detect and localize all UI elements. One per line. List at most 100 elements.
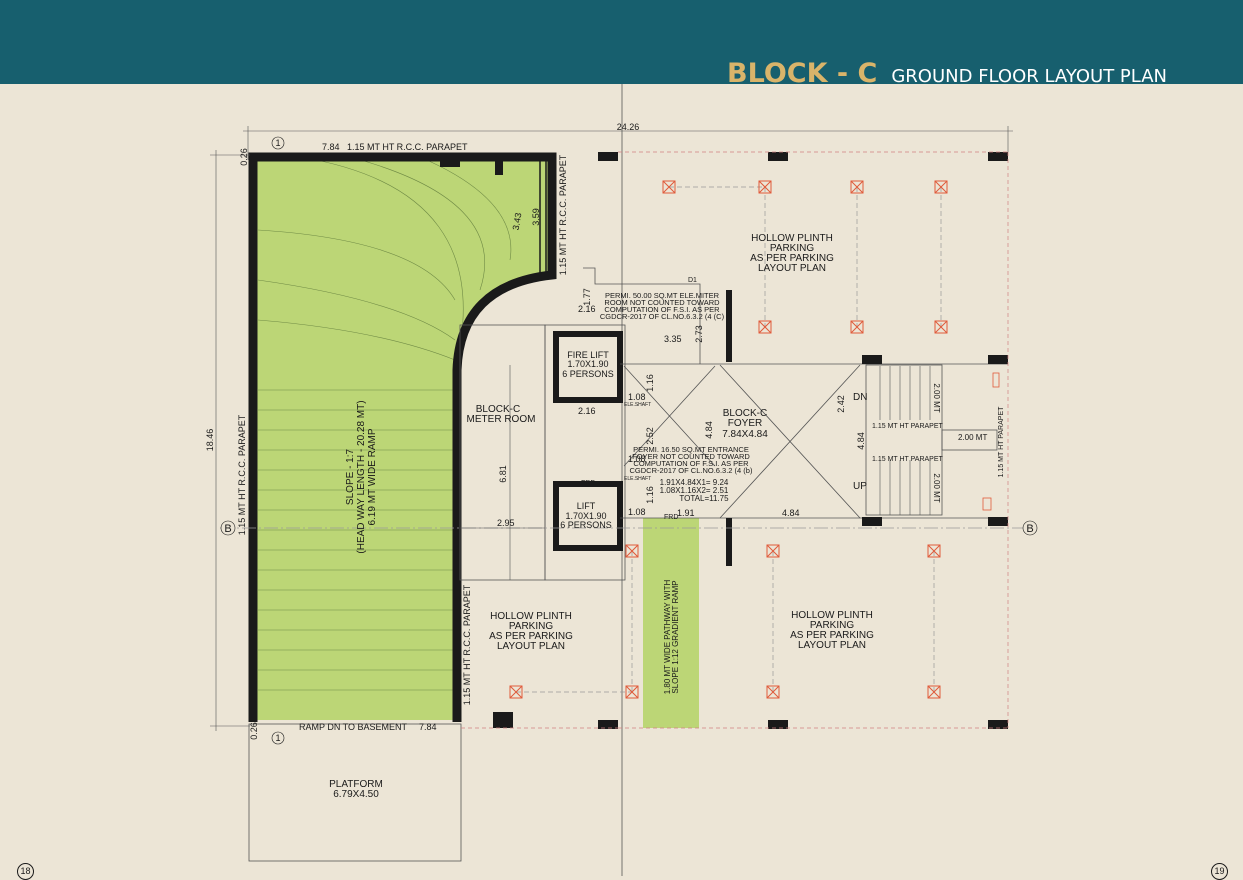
permi-meter-note: PERMI. 50.00 SQ.MT ELE.MITER ROOM NOT CO… (600, 291, 725, 321)
foyer-line-1: BLOCK-C (723, 408, 767, 419)
fire-lift-line-2: 1.70X1.90 (567, 359, 608, 369)
frd-b: FRD (581, 480, 595, 487)
hollow-top-line-3: AS PER PARKING (750, 253, 834, 264)
hollow-right-line-2: PARKING (810, 620, 854, 631)
dimension-labels: 24.26 18.46 7.84 7.84 0.26 0.26 3.43 3.5… (205, 122, 987, 740)
foyer-label: BLOCK-C FOYER 7.84X4.84 (722, 408, 768, 440)
label-parapet-top: 1.15 MT HT R.C.C. PARAPET (347, 142, 468, 152)
label-parapet-stair-a: 1.15 MT HT PARAPET (872, 423, 944, 430)
lift-line-3: 6 PERSONS (560, 520, 612, 530)
dim-335: 3.35 (664, 334, 682, 344)
wall-segment (493, 712, 513, 728)
hollow-right-line-3: AS PER PARKING (790, 630, 874, 641)
label-parapet-right: 1.15 MT HT R.C.C. PARAPET (558, 154, 568, 275)
ramp-label: SLOPE - 1:7 (HEAD WAY LENGTH - 20.28 MT)… (345, 400, 378, 553)
ramp-steps (258, 389, 455, 691)
dim-stair-c: 2.00 MT (932, 473, 941, 502)
grid-one-top: 1 (275, 138, 280, 148)
permi-meter-line-3: COMPUTATION OF F.S.I. AS PER (604, 305, 720, 314)
dim-252: 2.52 (645, 427, 655, 445)
dim-108-b: 1.08 (628, 454, 646, 464)
header-banner (0, 0, 1243, 84)
permi-meter-line-2: ROOM NOT COUNTED TOWARD (604, 298, 720, 307)
ramp-headway: (HEAD WAY LENGTH - 20.28 MT) (356, 400, 367, 553)
dim-484-a: 4.84 (782, 508, 800, 518)
permi-foyer-line-4: CGDCR-2017 OF CL.NO.6.3.2 (4 (b) (630, 466, 753, 475)
platform-label: PLATFORM 6.79X4.50 (329, 779, 383, 800)
meter-line-2: METER ROOM (467, 414, 536, 425)
wall-segment (726, 290, 732, 362)
hollow-top-line-4: LAYOUT PLAN (758, 263, 826, 274)
lift-line-1: LIFT (577, 501, 596, 511)
title-subtitle: GROUND FLOOR LAYOUT PLAN (891, 66, 1167, 87)
dim-bottom-left: 7.84 (419, 722, 437, 732)
grid-one-bottom: 1 (275, 733, 280, 743)
dim-484-c: 4.84 (856, 432, 866, 450)
ele-shaft-a: ELE.SHAFT (624, 402, 651, 408)
ramp-curves (257, 156, 512, 371)
hollow-mid-line-2: PARKING (509, 621, 553, 632)
plot-boundary (461, 151, 1009, 729)
permi-foyer-line-3: COMPUTATION OF F.S.I. AS PER (633, 459, 749, 468)
dim-overall-width: 24.26 (617, 122, 640, 132)
label-parapet-left: 1.15 MT HT R.C.C. PARAPET (237, 414, 247, 535)
dim-242: 2.42 (836, 395, 846, 413)
foyer-calc-line-1: 1.91X4.84X1= 9.24 (660, 478, 729, 487)
foyer-calc-line-2: 1.08X1.16X2= 2.51 (660, 486, 729, 495)
dim-ramp-curve-b: 3.59 (531, 208, 541, 226)
floor-plan: 1 1 B B 24.26 18.46 7.84 7.84 0.26 0.26 … (205, 84, 1038, 876)
ramp-wall (248, 152, 557, 722)
stair-treads (879, 366, 931, 515)
fire-lift-line-1: FIRE LIFT (567, 350, 609, 360)
hollow-mid-line-1: HOLLOW PLINTH (490, 611, 572, 622)
pathway-label: 1.80 MT WIDE PATHWAY WITH SLOPE 1:12 GRA… (663, 580, 680, 695)
page-number-right: 19 (1211, 863, 1228, 880)
parking-grid-lines (220, 186, 1030, 693)
foyer-line-2: FOYER (728, 418, 762, 429)
dim-ramp-curve-a: 3.43 (511, 212, 524, 231)
permi-meter-line-4: CGDCR-2017 OF CL.NO.6.3.2 (4 (C) (600, 312, 725, 321)
platform-outline (248, 723, 462, 862)
dim-top-left: 7.84 (322, 142, 340, 152)
door-labels: FRD FRD FRD ELE.SHAFT ELE.SHAFT D1 (581, 277, 697, 521)
frd-a: FRD (581, 398, 595, 405)
title-block: BLOCK - C (727, 58, 878, 89)
hollow-mid-line-4: LAYOUT PLAN (497, 641, 565, 652)
dim-overall-height: 18.46 (205, 429, 215, 452)
dim-stair-b: 2.00 MT (958, 433, 987, 442)
grid-b-left: B (224, 523, 231, 535)
ramp-dn-label: RAMP DN TO BASEMENT (299, 722, 408, 732)
column-markers (509, 180, 948, 699)
foyer-calc: 1.91X4.84X1= 9.24 1.08X1.16X2= 2.51 TOTA… (660, 478, 729, 503)
dim-273: 2.73 (694, 325, 704, 343)
platform-name: PLATFORM (329, 779, 383, 790)
pathway-line-1: 1.80 MT WIDE PATHWAY WITH (663, 580, 672, 695)
ramp-width: 6.19 MT WIDE RAMP (367, 428, 378, 525)
hollow-mid-label: HOLLOW PLINTH PARKING AS PER PARKING LAY… (489, 611, 573, 652)
label-parapet-far-right: 1.15 MT HT PARAPET (998, 406, 1005, 478)
page-number-left: 18 (17, 863, 34, 880)
stair-up: UP (853, 481, 867, 492)
dim-116-b: 1.16 (645, 486, 655, 504)
hollow-top-label: HOLLOW PLINTH PARKING AS PER PARKING LAY… (750, 233, 834, 274)
wall-stub (495, 157, 503, 175)
dim-191: 1.91 (677, 508, 695, 518)
wall-stub (440, 157, 460, 167)
meter-line-1: BLOCK-C (476, 404, 520, 415)
columns (598, 152, 1008, 729)
fire-lift-label: FIRE LIFT 1.70X1.90 6 PERSONS (562, 350, 614, 379)
ele-shaft-b: ELE.SHAFT (624, 476, 651, 482)
wall-segment (726, 518, 732, 566)
dim-216-a: 2.16 (578, 304, 596, 314)
grid-markers: 1 1 B B (220, 136, 1038, 745)
label-parapet-stair-b: 1.15 MT HT PARAPET (872, 456, 944, 463)
meter-room-label: BLOCK-C METER ROOM (467, 404, 536, 425)
foyer-calc-line-3: TOTAL=11.75 (679, 494, 729, 503)
grid-b-right: B (1026, 523, 1033, 535)
ramp-slope: SLOPE - 1:7 (345, 448, 356, 505)
hollow-mid-line-3: AS PER PARKING (489, 631, 573, 642)
dim-stair-a: 2.00 MT (932, 383, 941, 412)
fire-equipment-icon (992, 372, 1000, 388)
hollow-right-line-4: LAYOUT PLAN (798, 640, 866, 651)
permi-foyer-note: PERMI. 16.50 SQ.MT ENTRANCE FOYER NOT CO… (630, 445, 753, 475)
